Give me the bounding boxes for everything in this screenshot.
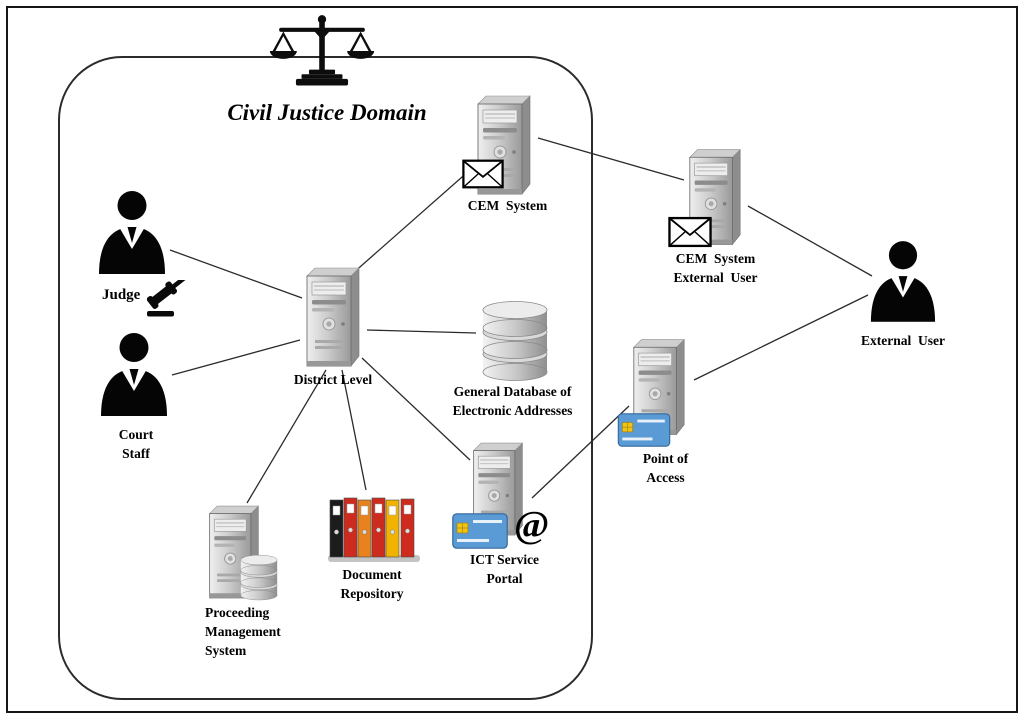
judge-label: Judge — [102, 287, 141, 303]
scales-of-justice-icon — [268, 12, 376, 90]
gavel-icon — [147, 280, 193, 318]
cem-system-external-user-label: CEM System External User — [673, 251, 758, 285]
smart-card-icon — [617, 413, 671, 447]
external-user-label: External User — [861, 333, 945, 348]
database-icon — [238, 552, 280, 602]
person-icon — [98, 332, 170, 416]
envelope-icon — [668, 216, 712, 248]
court-staff-label: Court Staff — [118, 427, 154, 461]
smart-card-icon — [452, 513, 508, 549]
proceeding-management-system-label: Proceeding Management System — [205, 605, 281, 658]
general-database-label: General Database of Electronic Addresses — [452, 384, 573, 418]
database-icon — [478, 298, 552, 382]
domain-title: Civil Justice Domain — [227, 100, 427, 125]
person-icon — [868, 240, 938, 322]
at-sign-icon: @ — [514, 504, 550, 546]
point-of-access-label: Point of Access — [642, 451, 689, 485]
computer-tower-icon — [301, 266, 365, 368]
document-repository-label: Document Repository — [340, 567, 404, 601]
cem-system-label: CEM System — [467, 198, 548, 213]
outer-border — [6, 6, 1018, 713]
envelope-icon — [462, 158, 504, 190]
district-level-label: District Level — [293, 372, 373, 387]
ict-service-portal-label: ICT Service Portal — [469, 552, 540, 586]
person-icon — [96, 190, 168, 274]
binders-icon — [328, 492, 420, 564]
